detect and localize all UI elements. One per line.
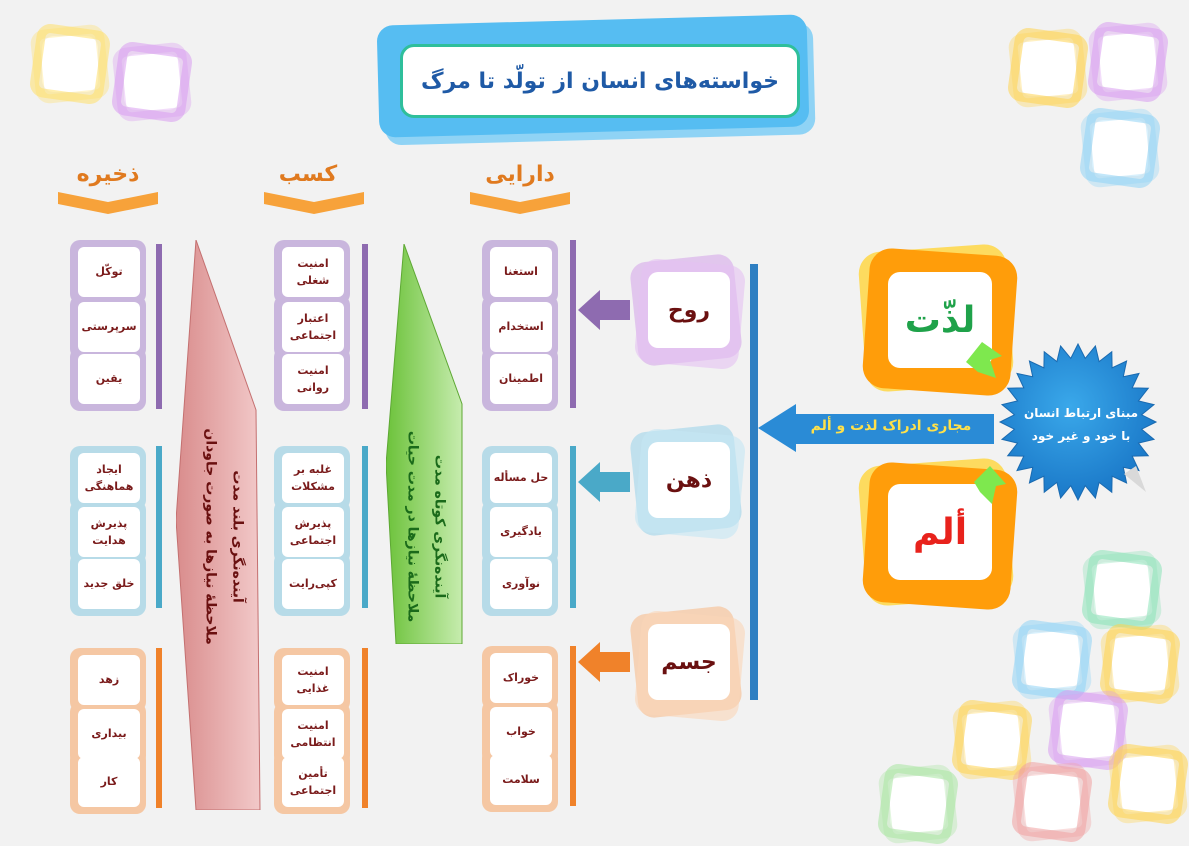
card-kasb-rooh-2: اعتبار اجتماعی [282, 302, 344, 352]
decorative-square [1120, 756, 1176, 812]
column-header-daraei: دارایی [485, 162, 555, 187]
group-bar-daraei-zehn [570, 446, 576, 608]
card-kasb-rooh-1: امنیت شغلی [282, 247, 344, 297]
short-term-arrow [386, 244, 463, 644]
group-bar-kasb-jesm [362, 648, 368, 808]
decorative-square [964, 712, 1020, 768]
arrow-icon [974, 466, 1006, 504]
arrow-left-icon [578, 642, 630, 682]
short-term-line1: آینده‌نگری کوتاه مدت [431, 454, 448, 599]
card-daraei-rooh-3: اطمینان [490, 354, 552, 404]
card-zakhire-zehn-3: خلق جدید [78, 559, 140, 609]
chevron-down-icon [58, 192, 158, 214]
card-daraei-rooh-2: استخدام [490, 302, 552, 352]
group-bar-kasb-zehn [362, 446, 368, 608]
decorative-square [1024, 632, 1080, 688]
decorative-square [1112, 636, 1168, 692]
seal-text: مبنای ارتباط انسان با خود و غیر خود [1006, 402, 1156, 448]
channel-label: مجاری ادراک لذت و ألم [810, 418, 972, 434]
card-zakhire-jesm-2: بیداری [78, 709, 140, 759]
column-header-zakhire: ذخیره [76, 162, 140, 187]
card-kasb-zehn-1: غلبه بر مشکلات [282, 453, 344, 503]
chevron-down-icon [470, 192, 570, 214]
decorative-square [1094, 562, 1150, 618]
decorative-square [1100, 34, 1156, 90]
decorative-square [42, 36, 98, 92]
short-term-label: آینده‌نگری کوتاه مدت ملاحظهٔ نیازها در م… [399, 367, 452, 687]
channel-arrow [758, 404, 994, 452]
card-kasb-jesm-2: امنیت انتظامی [282, 709, 344, 759]
card-kasb-zehn-3: کپی‌رایت [282, 559, 344, 609]
channel-bar [750, 264, 758, 700]
card-kasb-jesm-3: تأمین اجتماعی [282, 757, 344, 807]
category-jesm: جسم [648, 624, 730, 700]
long-term-line1: آینده‌نگری بلند مدت [229, 470, 246, 603]
decorative-square [890, 776, 946, 832]
group-bar-zakhire-rooh [156, 244, 162, 409]
decorative-square [124, 54, 180, 110]
card-zakhire-jesm-3: کار [78, 757, 140, 807]
seal-line2: با خود و غیر خود [1031, 428, 1131, 443]
arrow-left-icon [578, 290, 630, 330]
long-term-label: آینده‌نگری بلند مدت ملاحظهٔ نیازها به صو… [197, 377, 250, 697]
card-daraei-rooh-1: استغنا [490, 247, 552, 297]
category-rooh: روح [648, 272, 730, 348]
group-bar-zakhire-zehn [156, 446, 162, 608]
card-daraei-jesm-2: خواب [490, 707, 552, 757]
page-title: خواسته‌های انسان از تولّد تا مرگ [400, 44, 800, 118]
card-daraei-zehn-3: نوآوری [490, 559, 552, 609]
long-term-arrow [176, 240, 261, 810]
card-daraei-jesm-1: خوراک [490, 653, 552, 703]
group-bar-daraei-jesm [570, 646, 576, 806]
card-kasb-zehn-2: پذیرش اجتماعی [282, 507, 344, 557]
chevron-down-icon [264, 192, 364, 214]
card-zakhire-rooh-1: توکّل [78, 247, 140, 297]
decorative-square [1092, 120, 1148, 176]
decorative-square [1060, 702, 1116, 758]
seal-starburst [998, 342, 1158, 502]
column-header-kasb: کسب [278, 162, 338, 187]
short-term-line2: ملاحظهٔ نیازها در مدت حیات [405, 430, 421, 623]
arrow-icon [966, 342, 1002, 378]
card-daraei-zehn-1: حل مسأله [490, 453, 552, 503]
card-daraei-jesm-3: سلامت [490, 755, 552, 805]
card-zakhire-rooh-3: یقین [78, 354, 140, 404]
card-zakhire-rooh-2: سرپرستی [78, 302, 140, 352]
arrow-left-icon [578, 462, 630, 502]
decorative-square [1024, 774, 1080, 830]
card-zakhire-zehn-2: پذیرش هدایت [78, 507, 140, 557]
card-kasb-jesm-1: امنیت غذایی [282, 655, 344, 705]
card-kasb-rooh-3: امنیت روانی [282, 354, 344, 404]
pain-box: ألم [888, 484, 992, 580]
card-zakhire-jesm-1: زهد [78, 655, 140, 705]
group-bar-daraei-rooh [570, 240, 576, 408]
category-zehn: ذهن [648, 442, 730, 518]
group-bar-kasb-rooh [362, 244, 368, 409]
group-bar-zakhire-jesm [156, 648, 162, 808]
seal-line1: مبنای ارتباط انسان [1023, 406, 1139, 420]
card-zakhire-zehn-1: ایجاد هماهنگی [78, 453, 140, 503]
decorative-square [1020, 40, 1076, 96]
long-term-line2: ملاحظهٔ نیازها به صورت جاودان [203, 428, 219, 645]
card-daraei-zehn-2: یادگیری [490, 507, 552, 557]
